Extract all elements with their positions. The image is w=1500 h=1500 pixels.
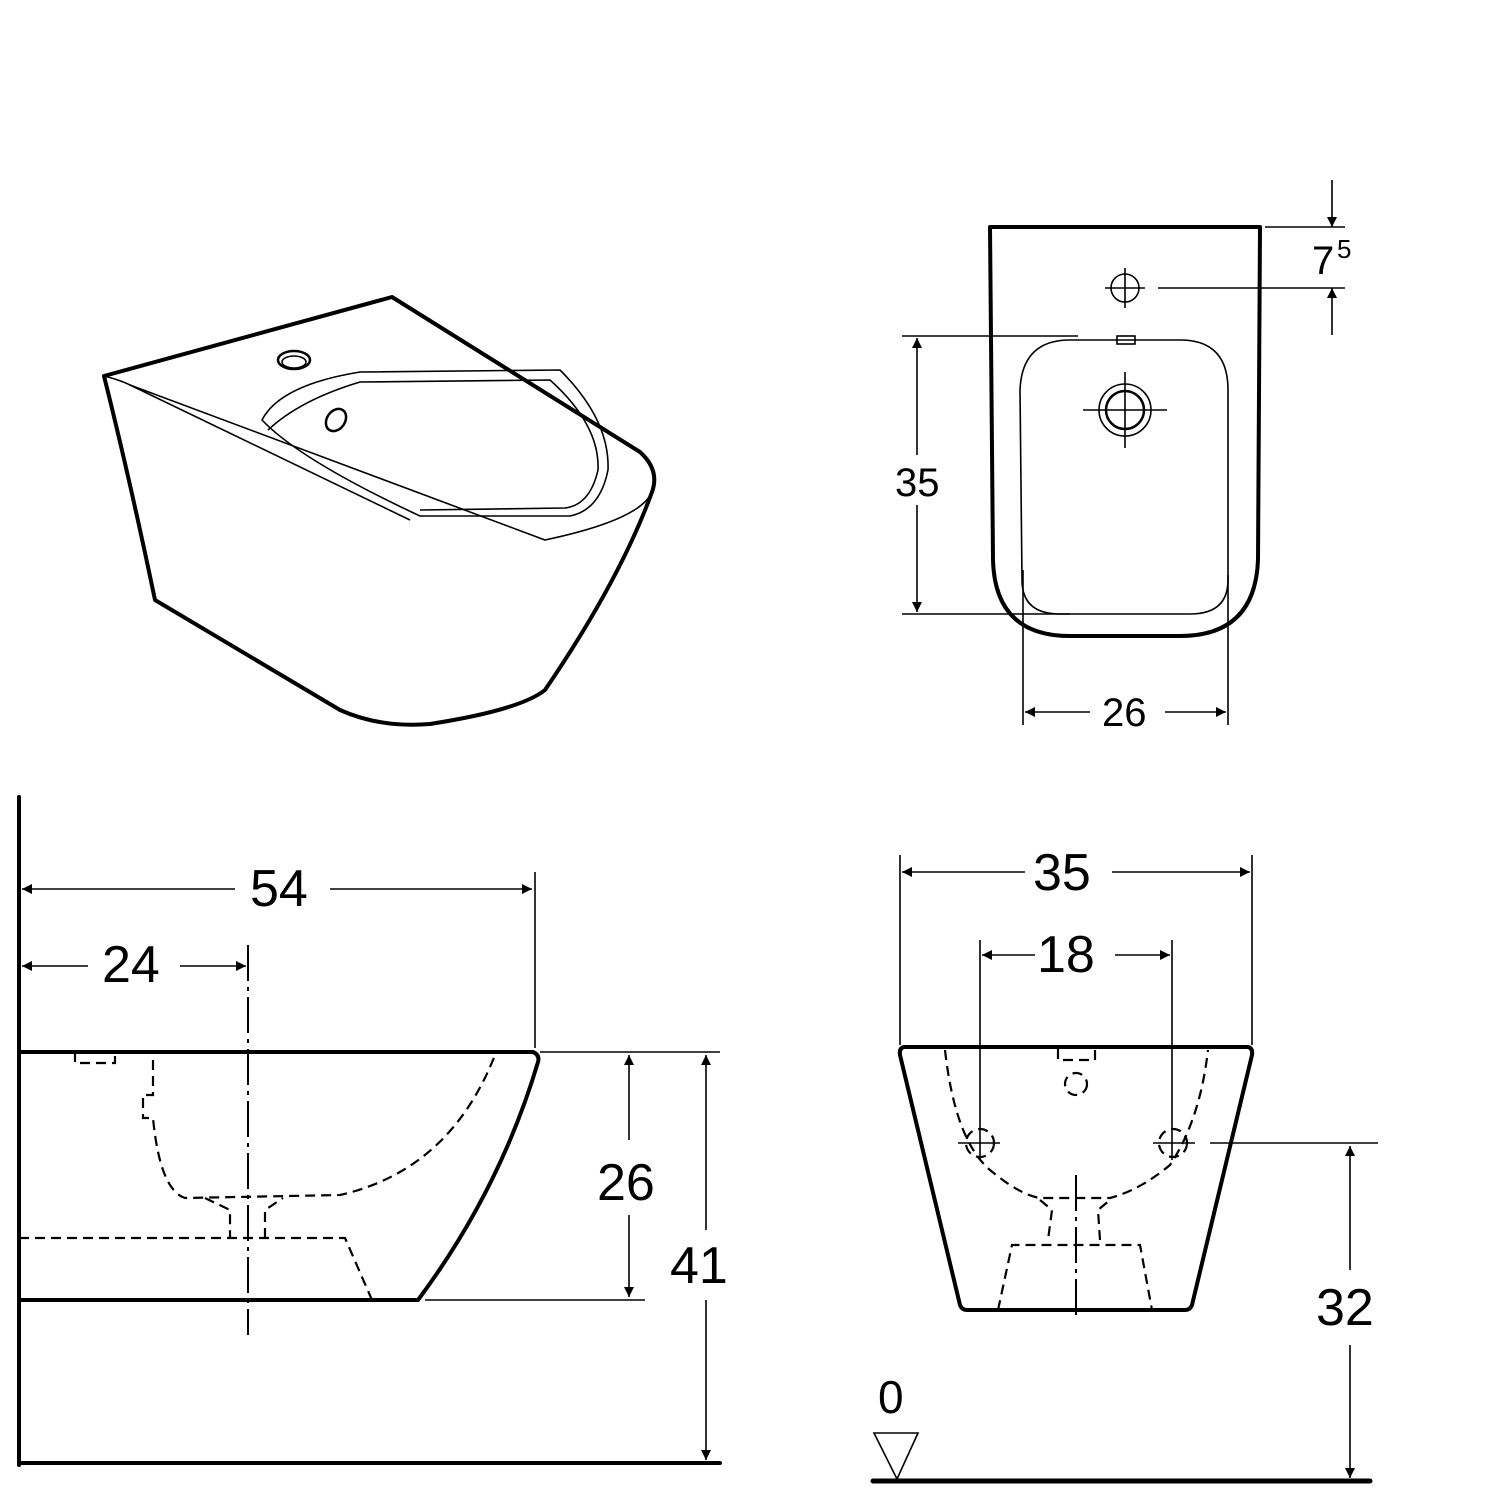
dim-bowl-width: 26 [1102,691,1147,735]
dim-fixing-spacing: 18 [1037,926,1095,984]
dim-fixing-height: 32 [1316,1279,1374,1337]
dim-wall-to-waste: 24 [102,936,160,994]
dim-total-depth: 54 [250,860,308,918]
dim-tap-hole-offset: 7 [1312,239,1334,283]
dim-bowl-length: 35 [895,461,940,505]
floor-level-icon [872,1432,920,1481]
dim-tap-hole-offset-sup: 5 [1337,234,1351,264]
fixing-point-right-icon [1153,1127,1195,1159]
overflow-hole-icon [324,407,348,433]
top-view: 7 5 35 26 [895,180,1351,735]
dim-front-width: 35 [1033,844,1091,902]
dim-top-from-floor: 41 [670,1237,728,1295]
isometric-view [102,295,657,727]
tap-hole-icon [276,349,312,371]
waste-outlet-icon [1083,372,1167,448]
dim-floor-level: 0 [878,1371,904,1423]
side-view: 54 24 26 41 [17,795,728,1467]
tap-hole-icon [1105,268,1145,308]
front-view: 35 18 32 0 [870,844,1378,1484]
dim-body-height: 26 [597,1154,655,1212]
